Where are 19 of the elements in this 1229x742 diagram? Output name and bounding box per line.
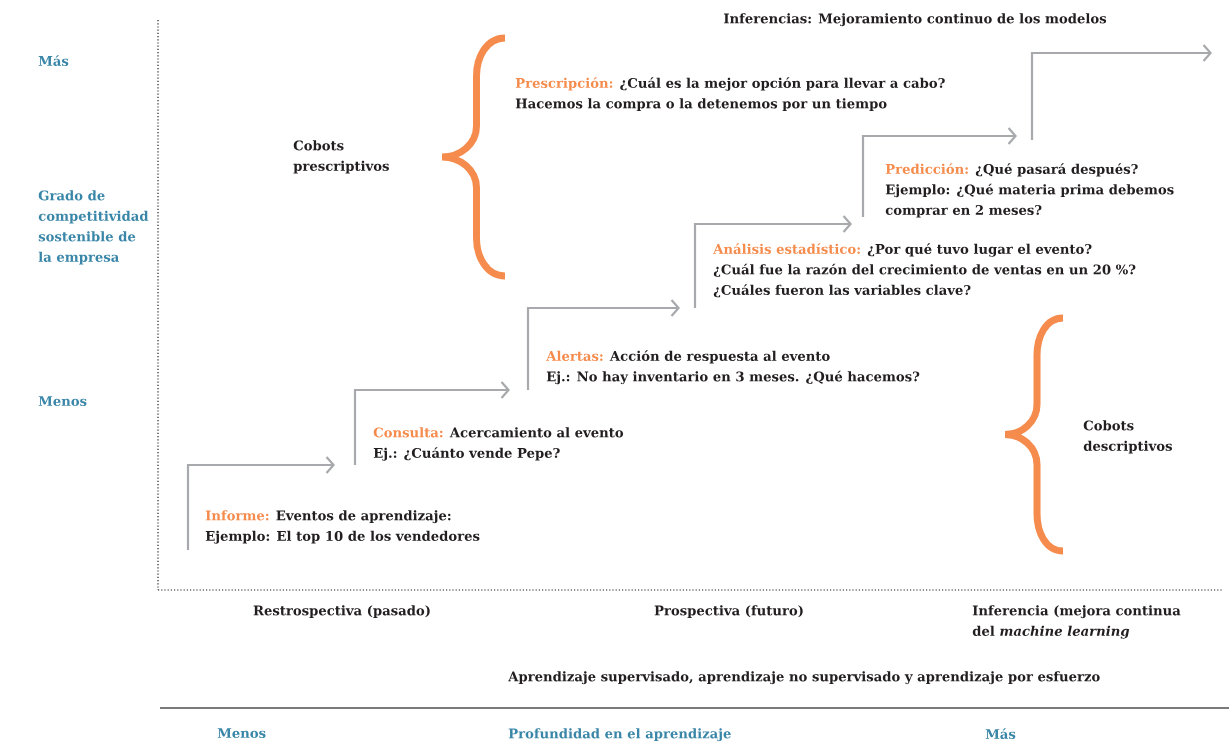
label-text: Inferencias: Mejoramiento continuo de los modelos [724,13,1107,27]
step-text: Prescripción: ¿Cuál es la mejor opción para llevar a cabo? Hacemos la compra o la detenemos por un tiempo [515,77,945,111]
label-text: Inferencia (mejora continua del machine learning [972,605,1181,639]
step-text: Predicción: ¿Qué pasará después? Ejemplo: ¿Qué materia prima debemos comprar en 2 meses? [885,163,1174,218]
axis-label: Menos [217,728,266,738]
step-text: Consulta: Acercamiento al evento Ej.: ¿Cuánto vende Pepe? [373,427,624,461]
axis-label: Más [38,55,69,66]
step-text: Informe: Eventos de aprendizaje: Ejemplo: El top 10 de los vendedores [205,510,480,544]
step-text: Análisis estadístico: ¿Por qué tuvo lugar el evento? ¿Cuál fue la razón del crecimiento de ventas en un 20 %? ¿Cuáles fueron las variables clave? [713,243,1136,298]
axis-label: Profundidad en el aprendizaje [508,728,731,742]
axis-label: Más [985,728,1016,739]
group-label: Cobots prescriptivos [293,140,389,174]
label-text: Aprendizaje supervisado, aprendizaje no supervisado y aprendizaje por esfuerzo [508,671,1100,685]
label-text: Prospectiva (futuro) [654,605,803,618]
group-label: Cobots descriptivos [1083,420,1172,454]
axis-label: Grado de competitividad sostenible de la empresa [38,190,149,265]
label-text: Restrospectiva (pasado) [253,605,430,618]
axis-label: Menos [38,396,87,406]
step-text: Alertas: Acción de respuesta al evento Ej.: No hay inventario en 3 meses. ¿Qué hacemos? [546,350,920,385]
